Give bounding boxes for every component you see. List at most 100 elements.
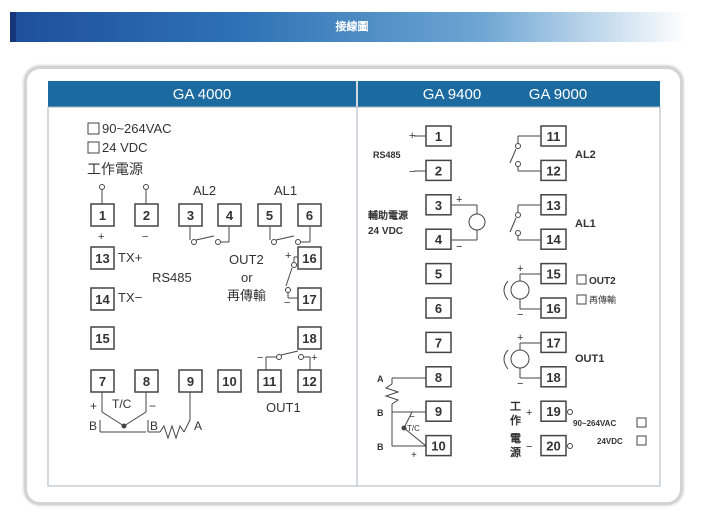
tx-plus-label: TX+ [118,250,142,265]
al1-label: AL1 [274,183,297,198]
power-char-3: 電 [510,432,521,445]
terminal-left-9-box [178,369,203,393]
out2-label-right: OUT2 [589,276,616,287]
terminal-left-13-number: 13 [95,251,109,266]
tc-minus: − [149,399,156,413]
terminal-left-2: 2 [134,203,159,227]
terminal-right-8-number: 8 [435,370,442,385]
term11-minus: − [257,352,263,364]
terminal-right-14-box [540,228,567,250]
power-label: 工作電源 [87,161,143,177]
checkbox-out2[interactable] [576,274,587,285]
left-title-bar [48,81,356,107]
terminal-left-13-box [90,246,115,270]
rs485-label-right: RS485 [373,150,401,160]
checkbox-right-90-264vac[interactable] [636,417,647,428]
terminal-right-18-box [540,366,567,388]
terminal-right-11-box [540,125,567,147]
terminal-left-11: 11 [257,369,282,393]
terminal-right-19: 19 [540,400,567,422]
terminal-right-2-box [425,159,452,182]
tc-label: T/C [112,397,132,411]
power-minus-right: − [526,441,532,453]
terminal-left-10-box [217,369,242,393]
right-diagram [384,135,647,449]
terminal-right-1: 1 [425,125,452,147]
aux-minus: − [456,241,462,253]
terminal-left-7-box [90,369,115,393]
terminal-left-12-number: 12 [302,374,316,389]
terminal-right-9: 9 [425,400,452,422]
terminal-right-4-number: 4 [435,232,443,247]
terminal-left-15: 15 [90,326,115,350]
terminal-right-19-number: 19 [546,404,560,419]
terminal-left-1-number: 1 [99,208,106,223]
page-title: 接線圖 [335,21,369,33]
terminal-right-16-number: 16 [546,301,560,316]
terminal-left-7: 7 [90,369,115,393]
power-option-90-264vac: 90~264VAC [102,121,172,136]
terminal-left-6-box [297,203,322,227]
terminal-right-5-number: 5 [435,267,442,282]
terminal-right-15-box [540,262,567,285]
rtd-b-right: B [150,419,158,433]
terminal-right-5: 5 [425,262,452,285]
terminal-left-3-number: 3 [187,208,194,223]
terminal-right-7: 7 [425,331,452,354]
terminal-left-6: 6 [297,203,322,227]
left-title: GA 4000 [173,86,231,103]
terminal-left-5: 5 [257,203,282,227]
terminal-right-8: 8 [425,366,452,388]
terminal-left-3: 3 [178,203,203,227]
terminal-right-3-number: 3 [435,198,442,213]
tc-minus-right: − [409,412,415,423]
terminal-right-9-number: 9 [435,404,442,419]
out1-plus: + [517,332,523,344]
terminal-right-6-number: 6 [435,301,442,316]
terminal-right-13-box [540,194,567,216]
terminal-right-10: 10 [425,434,452,457]
terminal-left-16: 16 [297,246,322,270]
terminal-right-10-number: 10 [431,439,445,454]
terminal-right-9-box [425,400,452,422]
terminal-left-17-number: 17 [302,292,316,307]
checkbox-retrans[interactable] [576,294,587,305]
terminal-left-14: 14 [90,287,115,311]
terminal-right-2: 2 [425,159,452,182]
out2-plus: + [517,263,523,275]
terminal-left-3-box [178,203,203,227]
terminal-right-10-box [425,434,452,457]
terminal-right-6: 6 [425,297,452,319]
terminal-left-11-number: 11 [263,374,277,389]
terminal-right-17: 17 [540,331,567,354]
terminal-right-13: 13 [540,194,567,216]
terminal-right-2-number: 2 [435,163,442,178]
terminal-left-18-number: 18 [302,331,316,346]
terminal-left-4-number: 4 [226,208,234,223]
tx-minus-label: TX− [118,290,142,305]
term17-minus: − [284,297,290,309]
checkbox-90-264vac[interactable] [87,122,100,135]
aux-plus: + [456,194,462,206]
terminal-right-20-box [540,434,567,457]
out2-label: OUT2 [229,252,264,267]
checkbox-24vdc[interactable] [87,141,100,154]
terminal-left-8-box [134,369,159,393]
terminal-left-14-box [90,287,115,311]
terminal-right-1-box [425,125,452,147]
terminal-right-18-number: 18 [546,370,560,385]
terminal-right-5-box [425,262,452,285]
terminal-left-12: 12 [297,369,322,393]
terminal-left-18: 18 [297,326,322,350]
diagram-frame [47,106,661,487]
checkbox-right-24vdc[interactable] [636,435,647,446]
header-bar [10,12,686,42]
term16-plus: + [285,250,291,262]
terminal-right-4: 4 [425,228,452,250]
aux-voltage-label: 24 VDC [368,226,403,237]
terminal-left-4-box [217,203,242,227]
tc-plus: + [90,399,97,413]
terminal-left-14-number: 14 [95,292,110,307]
terminal-left-15-number: 15 [95,331,109,346]
